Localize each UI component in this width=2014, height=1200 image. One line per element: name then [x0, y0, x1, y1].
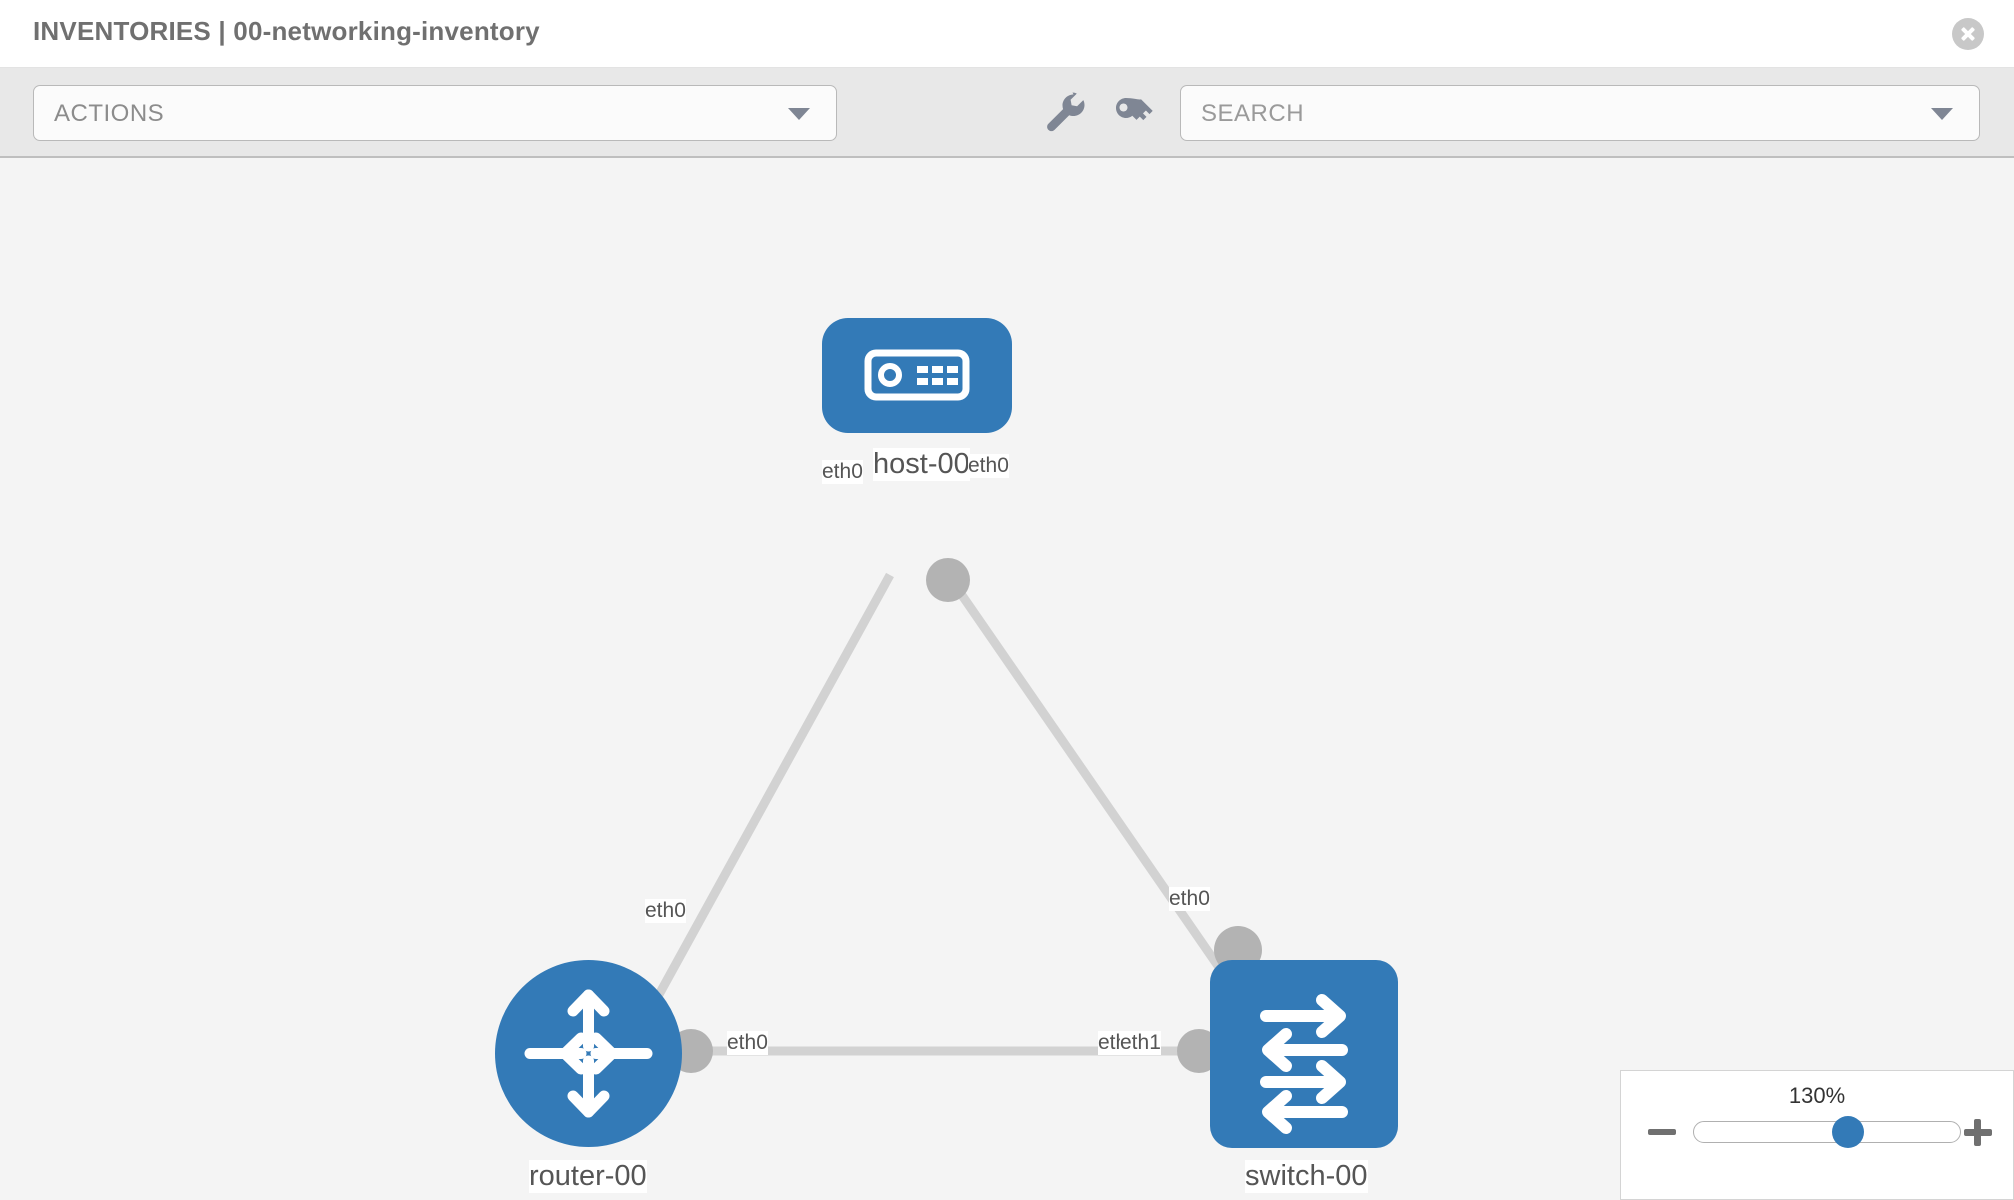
zoom-slider[interactable] [1693, 1116, 1961, 1148]
zoom-level-value: 130% [1788, 1083, 1846, 1108]
node-label-host-00: host-00 [873, 448, 970, 481]
node-host-00[interactable] [822, 318, 1012, 433]
node-switch-00[interactable] [1210, 960, 1398, 1148]
actions-dropdown-label: ACTIONS [54, 100, 165, 127]
edge-label-router-eth0-right: eth0 [727, 1031, 768, 1055]
edge-label-host-eth0-right: eth0 [968, 454, 1009, 478]
link-endpoint[interactable] [926, 558, 970, 602]
router-icon [495, 960, 682, 1147]
edge-label-switch-eth1: eth1 [1120, 1031, 1161, 1055]
chevron-down-icon [1931, 108, 1953, 120]
key-icon[interactable] [1108, 88, 1158, 138]
topology-canvas[interactable]: host-00 router-00 switch-00 eth0 eth0 et… [0, 160, 2014, 1200]
server-icon [822, 318, 1012, 433]
search-placeholder: SEARCH [1201, 100, 1305, 127]
link-host-router[interactable] [641, 572, 894, 1023]
node-label-router-00: router-00 [529, 1160, 647, 1193]
zoom-control-panel: 130% [1620, 1070, 2014, 1200]
wrench-icon[interactable] [1040, 88, 1090, 138]
toolbar: ACTIONS SEARCH [0, 68, 2014, 158]
search-input[interactable]: SEARCH [1180, 85, 1980, 141]
topology-links [641, 558, 1262, 1073]
zoom-slider-thumb[interactable] [1832, 1116, 1865, 1148]
edge-label-host-eth0-left: eth0 [822, 460, 863, 484]
edge-label-switch-eth0-up: eth0 [1169, 887, 1210, 911]
plus-icon[interactable] [1961, 1115, 1995, 1149]
link-host-switch[interactable] [944, 572, 1249, 1008]
node-shape [822, 318, 1012, 433]
close-icon[interactable] [1952, 18, 1984, 50]
edge-label-router-eth0-up: eth0 [645, 899, 686, 923]
node-router-00[interactable] [495, 960, 682, 1147]
page-header: INVENTORIES | 00-networking-inventory [0, 0, 2014, 68]
chevron-down-icon [788, 108, 810, 120]
switch-icon [1210, 960, 1398, 1148]
minus-icon[interactable] [1645, 1115, 1679, 1149]
node-label-switch-00: switch-00 [1245, 1160, 1368, 1193]
page-title: INVENTORIES | 00-networking-inventory [33, 16, 540, 46]
actions-dropdown[interactable]: ACTIONS [33, 85, 837, 141]
